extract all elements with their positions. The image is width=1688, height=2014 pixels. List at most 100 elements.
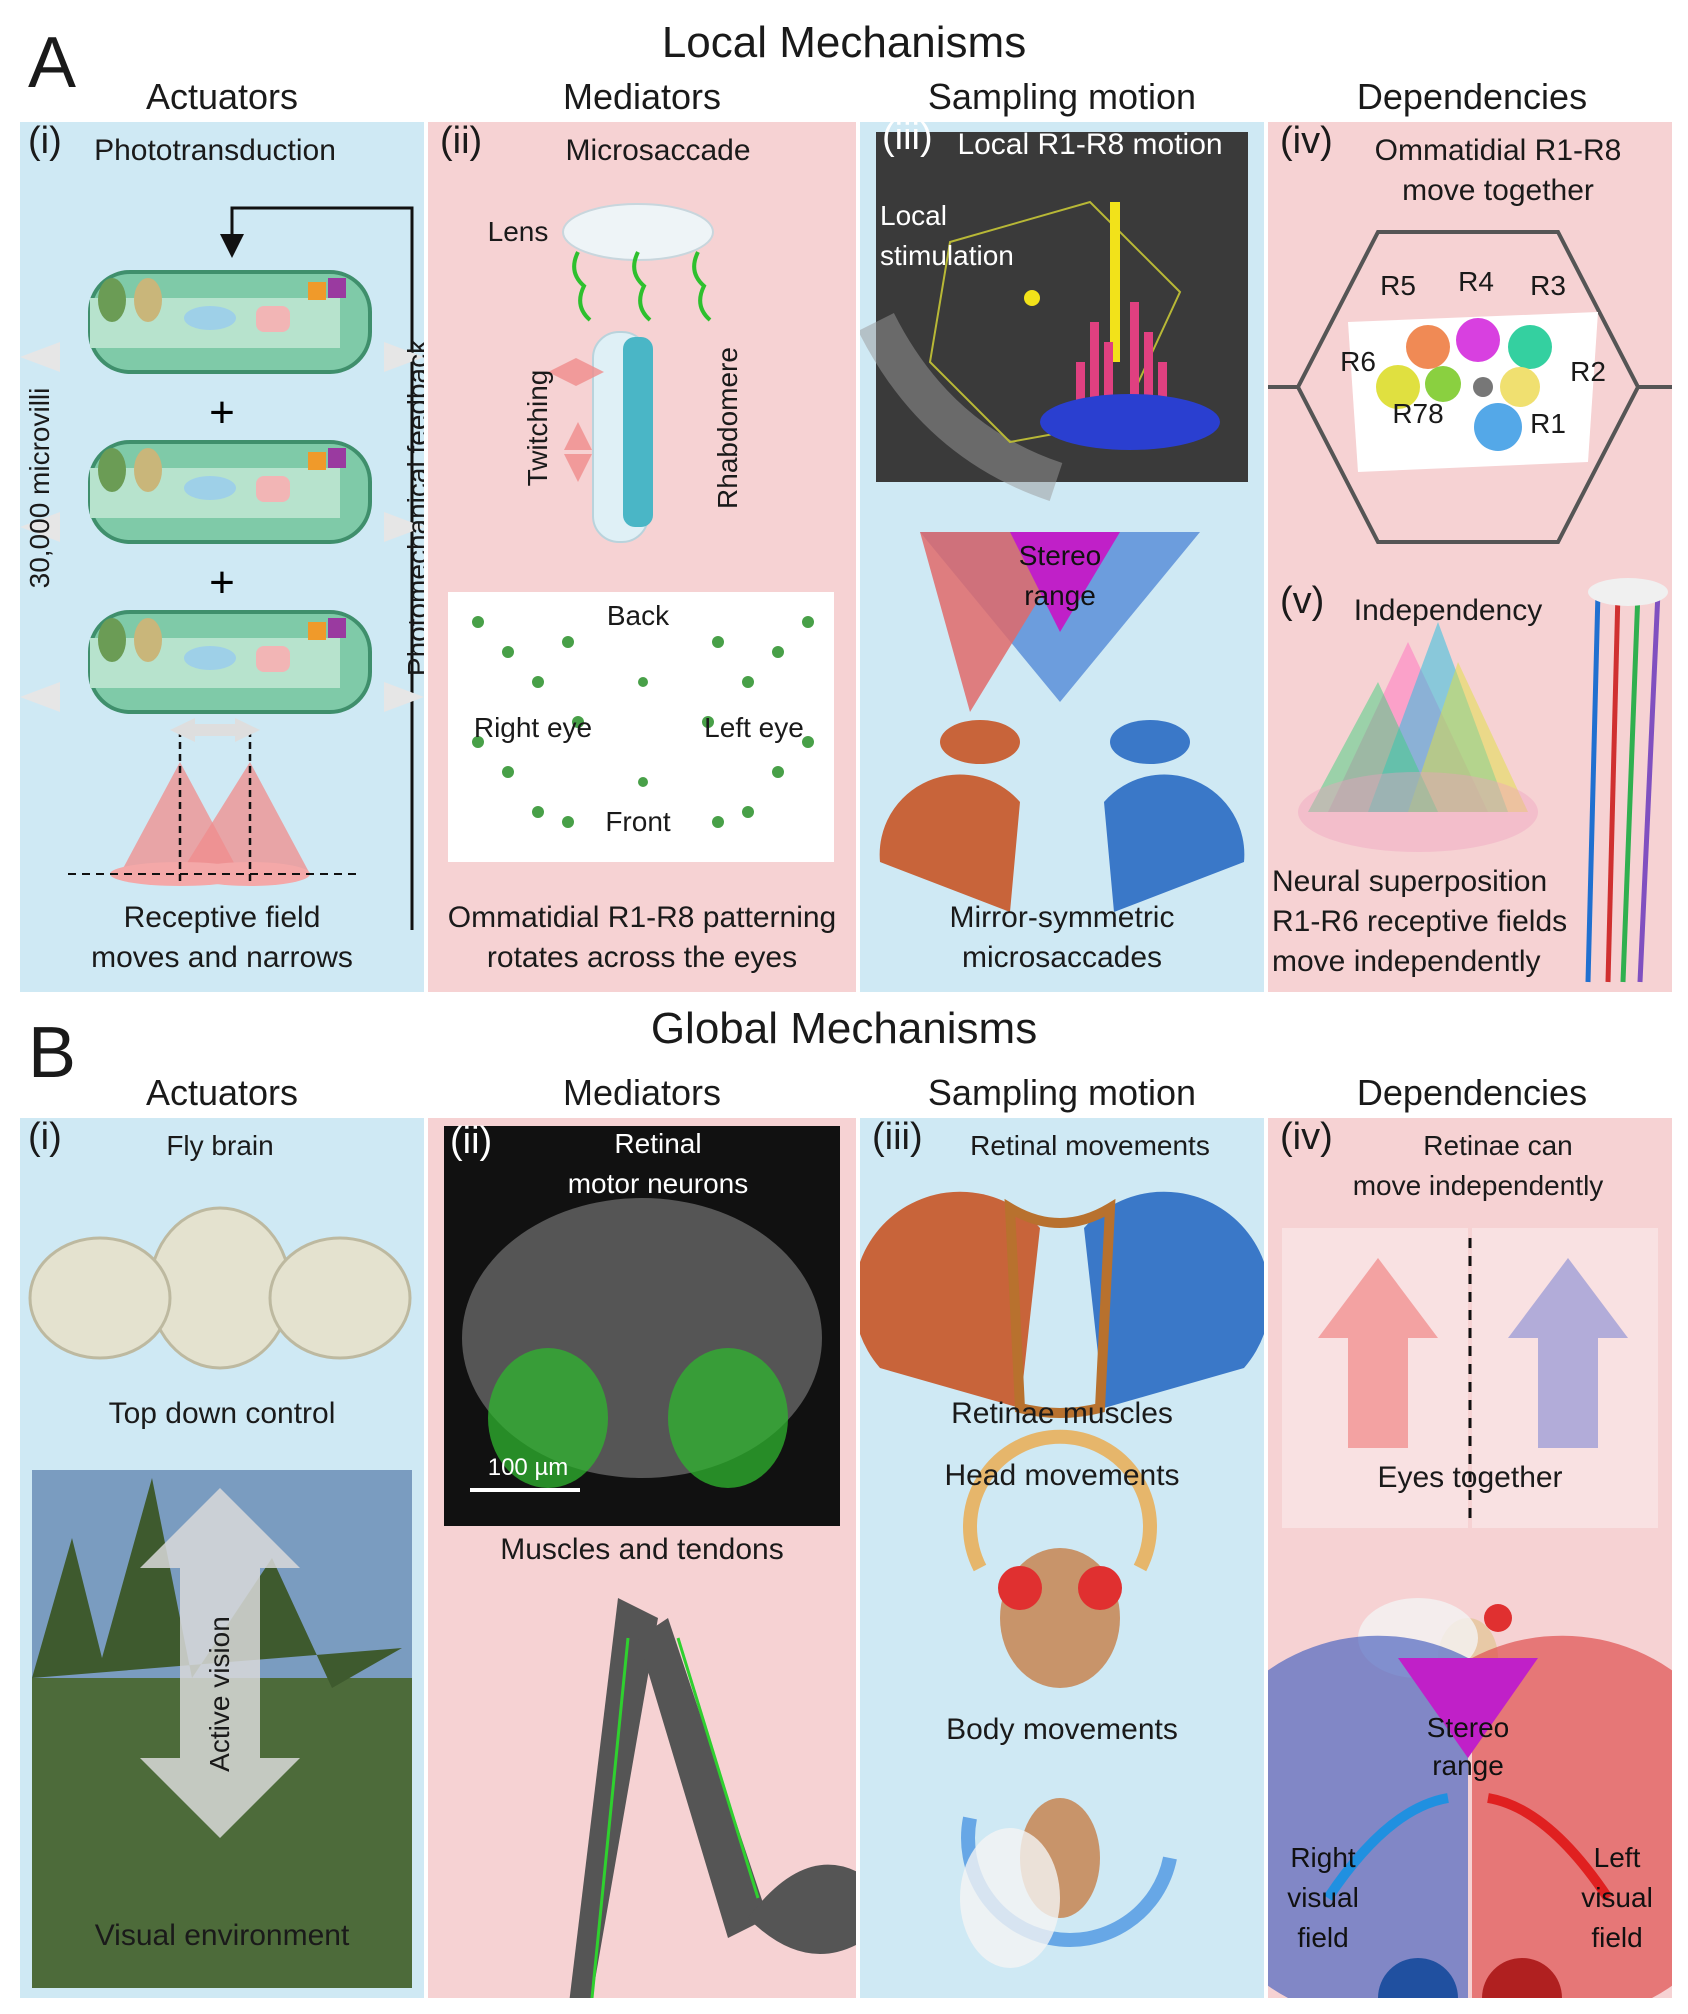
section-title-global: Global Mechanisms <box>650 1004 1038 1053</box>
label-r5: R5 <box>1380 270 1416 301</box>
title-move-together-line2: move together <box>1402 174 1594 207</box>
label-r3: R3 <box>1530 270 1566 301</box>
panel-a-iii: (iii) Local R1-R8 motion Local stimulati… <box>860 122 1264 992</box>
label-head-movements: Head movements <box>944 1459 1180 1492</box>
label-eyes-together: Eyes together <box>1377 1461 1563 1494</box>
title-fly-brain: Fly brain <box>166 1130 274 1161</box>
label-right-field-1: Right <box>1290 1842 1356 1873</box>
retina-head-body-movements <box>860 1191 1264 1968</box>
title-independency: Independency <box>1353 594 1543 627</box>
caption-a-iii-line1: Mirror-symmetric <box>949 901 1175 934</box>
title-retinal-movements: Retinal movements <box>970 1130 1210 1161</box>
label-left-field-2: visual <box>1581 1882 1653 1913</box>
title-motor-neurons: motor neurons <box>567 1168 749 1199</box>
label-stereo: Stereo <box>1018 540 1102 571</box>
panel-letter-b: B <box>28 1013 77 1093</box>
svg-text:+: + <box>209 558 235 607</box>
label-b-iii: (iii) <box>872 1118 923 1158</box>
column-head-b-sampling: Sampling motion <box>927 1072 1197 1113</box>
title-retinal: Retinal <box>614 1128 702 1159</box>
column-head-mediators: Mediators <box>562 76 722 117</box>
panel-b-iii: (iii) Retinal movements Retinae muscles … <box>860 1118 1264 1998</box>
label-range-b: range <box>1432 1750 1504 1781</box>
caption-a-ii-line1: Ommatidial R1-R8 patterning <box>447 901 837 934</box>
caption-a-v-line3: move independently <box>1272 945 1541 978</box>
panel-b-i: (i) Fly brain Top down control Active vi… <box>20 1118 424 1998</box>
label-back: Back <box>606 600 670 631</box>
column-head-actuators: Actuators <box>145 76 299 117</box>
panel-a-ii: (ii) Microsaccade Lens Twitching Rhabdom… <box>428 122 856 992</box>
label-b-i: (i) <box>28 1118 62 1158</box>
microvillus-2 <box>20 440 424 544</box>
panel-a-iv-v: (iv) Ommatidial R1-R8 move together R5 R… <box>1268 122 1672 992</box>
label-twitching: Twitching <box>522 369 553 487</box>
label-b-iv: (iv) <box>1280 1118 1333 1158</box>
dependencies-diagram <box>1268 230 1672 983</box>
label-body-movements: Body movements <box>946 1713 1178 1746</box>
label-local: Local <box>880 200 947 231</box>
sampling-motion-diagram <box>860 132 1248 912</box>
title-retinae-can: Retinae can <box>1423 1130 1573 1161</box>
label-left-eye: Left eye <box>704 712 804 743</box>
label-muscles-tendons: Muscles and tendons <box>500 1533 784 1566</box>
microsaccade-diagram <box>448 203 834 862</box>
label-stereo-b: Stereo <box>1426 1712 1510 1743</box>
label-a-i: (i) <box>28 122 62 162</box>
phototransduction-diagram: + + <box>20 206 424 930</box>
panel-a-i: + + <box>20 122 424 992</box>
label-a-v: (v) <box>1280 580 1325 622</box>
caption-a-v-line2: R1-R6 receptive fields <box>1272 905 1568 938</box>
caption-a-v-line1: Neural superposition <box>1272 865 1548 898</box>
title-move-together-line1: Ommatidial R1-R8 <box>1374 134 1622 167</box>
label-r1: R1 <box>1530 408 1566 439</box>
label-active-vision: Active vision <box>204 1616 235 1772</box>
caption-a-i-line1: Receptive field <box>123 901 321 934</box>
scale-bar-label: 100 µm <box>487 1454 569 1481</box>
column-head-sampling: Sampling motion <box>927 76 1197 117</box>
label-right-field-3: field <box>1297 1922 1349 1953</box>
label-range: range <box>1024 580 1096 611</box>
label-retinae-muscles: Retinae muscles <box>951 1397 1173 1430</box>
panel-letter-a: A <box>28 23 77 103</box>
label-r6: R6 <box>1340 346 1376 377</box>
label-a-iv: (iv) <box>1280 122 1333 162</box>
svg-text:+: + <box>209 388 235 437</box>
brain-and-environment <box>28 1206 412 1988</box>
section-title-local: Local Mechanisms <box>661 18 1027 67</box>
microvillus-3 <box>20 610 424 714</box>
caption-a-iii-line2: microsaccades <box>961 941 1163 974</box>
label-a-iii: (iii) <box>882 122 933 158</box>
column-head-dependencies: Dependencies <box>1356 76 1588 117</box>
label-30000-microvilli: 30,000 microvilli <box>24 387 55 589</box>
motor-neurons-and-muscles <box>444 1126 856 1998</box>
label-rhabdomere: Rhabdomere <box>712 347 743 509</box>
label-stimulation: stimulation <box>880 240 1014 271</box>
label-top-down-control: Top down control <box>108 1397 336 1430</box>
column-head-b-mediators: Mediators <box>562 1072 722 1113</box>
column-head-b-actuators: Actuators <box>145 1072 299 1113</box>
panel-b-ii: (ii) Retinal motor neurons 100 µm Muscle… <box>428 1118 856 1998</box>
panel-b-iv: (iv) Retinae can move independently Eyes… <box>1268 1118 1672 1998</box>
receptive-field-cones <box>68 718 360 886</box>
label-visual-environment: Visual environment <box>94 1919 350 1952</box>
column-head-b-dependencies: Dependencies <box>1356 1072 1588 1113</box>
microvillus-1 <box>20 270 424 374</box>
label-right-field-2: visual <box>1287 1882 1359 1913</box>
label-r78: R78 <box>1392 398 1444 429</box>
independent-retinae-and-stereo <box>1268 1228 1672 1998</box>
caption-a-ii-line2: rotates across the eyes <box>486 941 798 974</box>
label-left-field-3: field <box>1591 1922 1643 1953</box>
title-move-independently: move independently <box>1352 1170 1604 1201</box>
title-phototransduction: Phototransduction <box>94 134 336 167</box>
label-b-ii: (ii) <box>450 1120 493 1162</box>
label-right-eye: Right eye <box>473 712 593 743</box>
title-microsaccade: Microsaccade <box>565 134 751 167</box>
label-photomechanical-feedback: Photomechanical feedback <box>402 339 424 677</box>
label-a-ii: (ii) <box>440 122 483 162</box>
caption-a-i-line2: moves and narrows <box>91 941 353 974</box>
label-left-field-1: Left <box>1593 1842 1641 1873</box>
label-front: Front <box>605 806 671 837</box>
label-lens: Lens <box>487 216 549 247</box>
label-r2: R2 <box>1570 356 1606 387</box>
title-local-motion: Local R1-R8 motion <box>957 128 1223 161</box>
